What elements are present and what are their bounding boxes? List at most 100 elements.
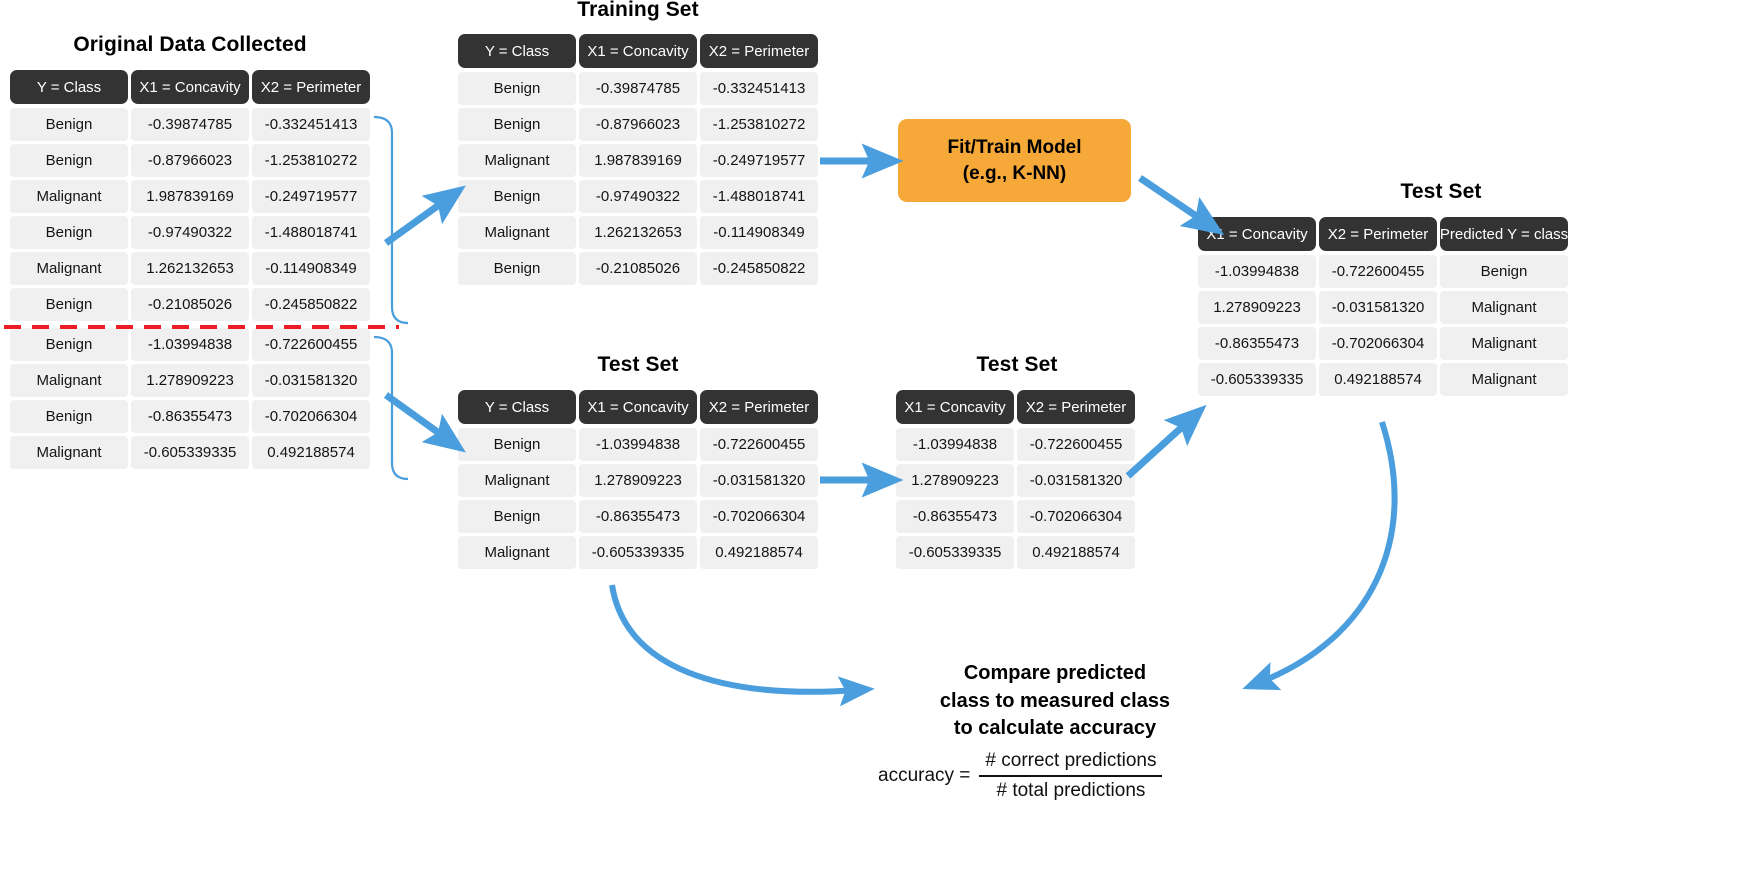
test-set-labeled-title: Test Set	[597, 353, 679, 376]
table-cell: -0.245850822	[252, 288, 370, 321]
test-rows-brace	[373, 335, 409, 481]
table-cell: Malignant	[1440, 363, 1568, 396]
test-set-features-title: Test Set	[976, 353, 1058, 376]
table-row: 1.278909223-0.031581320	[896, 464, 1138, 500]
compare-instruction-text: Compare predicted class to measured clas…	[875, 660, 1235, 743]
table-cell: -0.722600455	[1017, 428, 1135, 461]
table-cell: -0.97490322	[131, 216, 249, 249]
table-cell: Benign	[458, 428, 576, 461]
test-set-labeled-column-header: Y = Class	[458, 390, 576, 424]
table-row: Benign-1.03994838-0.722600455	[10, 328, 373, 364]
table-cell: Malignant	[10, 364, 128, 397]
test-set-predicted-column-header: X2 = Perimeter	[1319, 217, 1437, 251]
table-cell: -0.87966023	[131, 144, 249, 177]
table-cell: 1.262132653	[579, 216, 697, 249]
table-cell: -1.03994838	[1198, 255, 1316, 288]
table-cell: 0.492188574	[1017, 536, 1135, 569]
table-cell: -0.86355473	[579, 500, 697, 533]
arrow-original-to-training	[383, 185, 466, 246]
table-cell: -0.245850822	[700, 252, 818, 285]
table-cell: 0.492188574	[1319, 363, 1437, 396]
table-cell: 1.278909223	[579, 464, 697, 497]
table-cell: 0.492188574	[252, 436, 370, 469]
table-cell: -1.03994838	[896, 428, 1014, 461]
table-row: -0.86355473-0.702066304	[896, 500, 1138, 536]
fit-train-model-box[interactable]: Fit/Train Model (e.g., K-NN)	[898, 119, 1131, 202]
test-set-labeled-column-header: X2 = Perimeter	[700, 390, 818, 424]
arrow-predicted-to-compare	[1242, 421, 1398, 691]
table-row: Benign-0.86355473-0.702066304	[10, 400, 373, 436]
table-cell: -0.39874785	[579, 72, 697, 105]
table-cell: 1.278909223	[131, 364, 249, 397]
arrow-test-to-compare	[609, 584, 875, 707]
training-rows-brace	[373, 115, 409, 325]
table-cell: Malignant	[10, 436, 128, 469]
table-row: Benign-0.87966023-1.253810272	[10, 144, 373, 180]
table-cell: Malignant	[10, 252, 128, 285]
table-row: -1.03994838-0.722600455	[896, 428, 1138, 464]
table-cell: -0.21085026	[579, 252, 697, 285]
table-cell: 1.987839169	[131, 180, 249, 213]
test-set-predicted-title: Test Set	[1400, 180, 1482, 203]
table-cell: Benign	[458, 72, 576, 105]
table-cell: -0.605339335	[896, 536, 1014, 569]
table-cell: -0.86355473	[1198, 327, 1316, 360]
table-cell: -0.114908349	[700, 216, 818, 249]
table-cell: Benign	[1440, 255, 1568, 288]
table-cell: -0.86355473	[896, 500, 1014, 533]
table-cell: -0.031581320	[252, 364, 370, 397]
table-cell: -0.031581320	[1017, 464, 1135, 497]
table-cell: Benign	[10, 288, 128, 321]
table-cell: -0.249719577	[700, 144, 818, 177]
table-cell: Benign	[10, 216, 128, 249]
table-cell: Benign	[458, 500, 576, 533]
table-cell: -0.702066304	[1319, 327, 1437, 360]
table-cell: Benign	[10, 144, 128, 177]
table-cell: Malignant	[458, 536, 576, 569]
table-cell: Benign	[458, 180, 576, 213]
arrow-original-to-test	[383, 392, 466, 453]
table-cell: -1.488018741	[700, 180, 818, 213]
table-cell: -0.031581320	[700, 464, 818, 497]
table-row: Benign-0.39874785-0.332451413	[458, 72, 821, 108]
table-cell: -0.21085026	[131, 288, 249, 321]
table-cell: -1.253810272	[700, 108, 818, 141]
table-cell: -0.605339335	[1198, 363, 1316, 396]
accuracy-formula-lhs: accuracy =	[878, 765, 971, 786]
test-set-predicted-column-header: X1 = Concavity	[1198, 217, 1316, 251]
table-cell: -1.03994838	[131, 328, 249, 361]
table-cell: -0.39874785	[131, 108, 249, 141]
original-data-column-header: X2 = Perimeter	[252, 70, 370, 104]
table-cell: Malignant	[1440, 291, 1568, 324]
table-cell: -1.253810272	[252, 144, 370, 177]
table-cell: Benign	[10, 328, 128, 361]
table-cell: Benign	[10, 400, 128, 433]
training-set-column-header: X2 = Perimeter	[700, 34, 818, 68]
original-data-title: Original Data Collected	[73, 33, 307, 56]
accuracy-denominator: # total predictions	[996, 780, 1146, 801]
accuracy-fraction: # correct predictions # total prediction…	[979, 750, 1163, 802]
table-row: Benign-0.97490322-1.488018741	[458, 180, 821, 216]
table-cell: 1.262132653	[131, 252, 249, 285]
table-row: Benign-0.21085026-0.245850822	[458, 252, 821, 288]
table-cell: -1.03994838	[579, 428, 697, 461]
table-row: Benign-0.86355473-0.702066304	[458, 500, 821, 536]
table-cell: -0.332451413	[252, 108, 370, 141]
table-cell: -0.722600455	[700, 428, 818, 461]
table-row: Benign-1.03994838-0.722600455	[458, 428, 821, 464]
table-cell: Malignant	[458, 144, 576, 177]
table-cell: -0.86355473	[131, 400, 249, 433]
